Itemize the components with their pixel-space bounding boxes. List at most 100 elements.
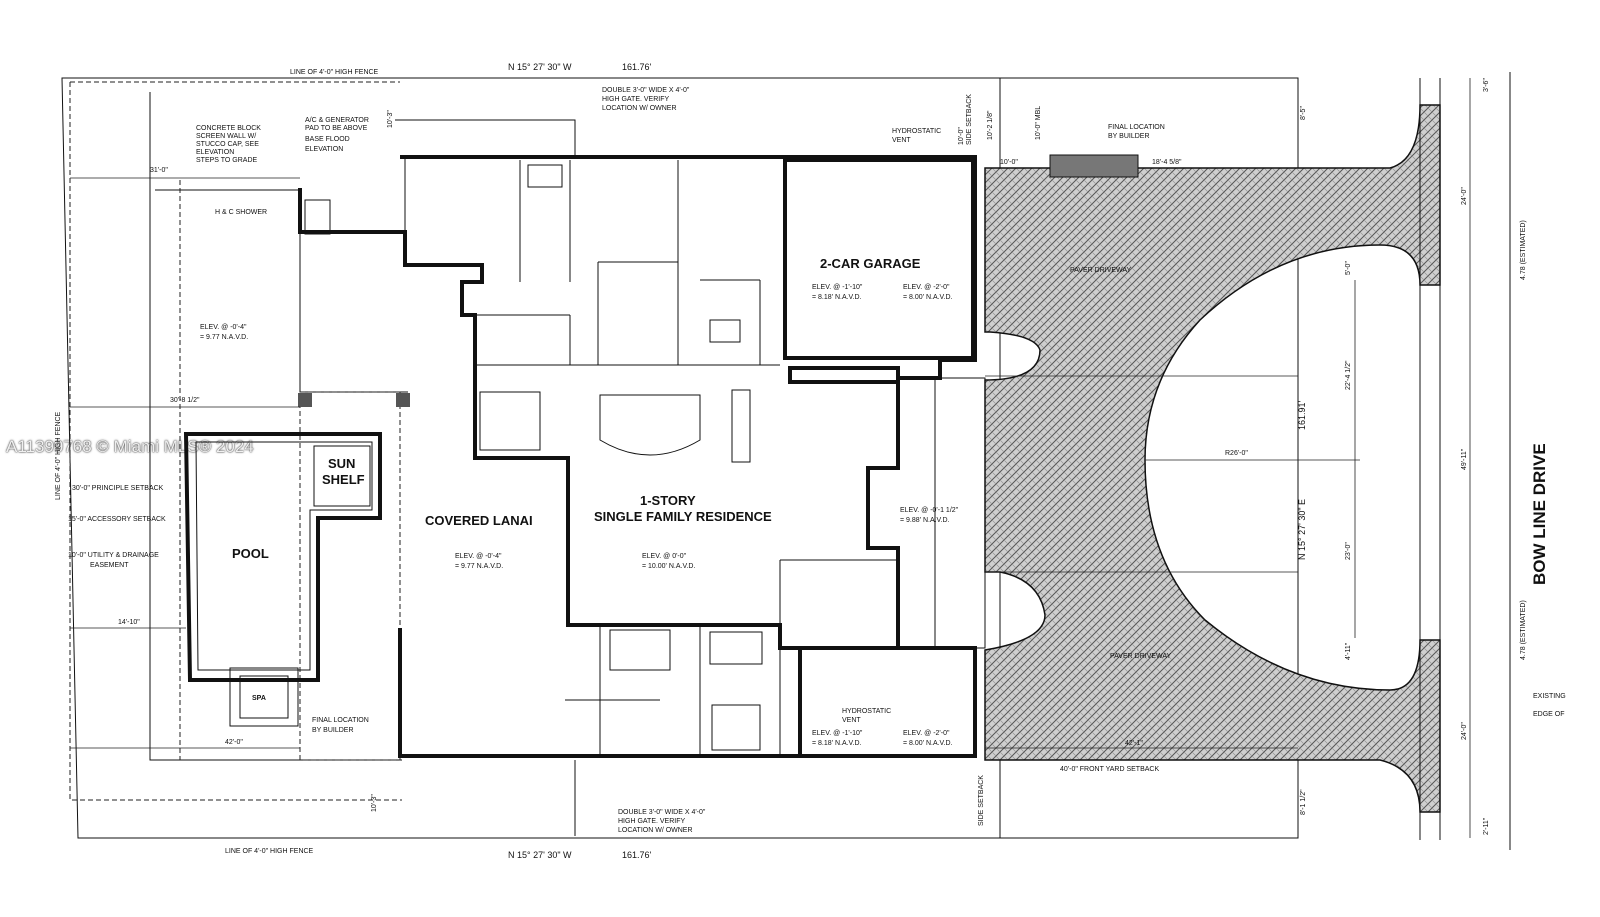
note-fence-top: LINE OF 4'-0" HIGH FENCE <box>290 69 379 76</box>
dim-2-11: 2'-11" <box>1483 817 1490 835</box>
sun-shelf <box>313 445 371 507</box>
note-concrete-1: CONCRETE BLOCK <box>196 125 261 132</box>
watermark: A11399768 © Miami MLS® 2024 <box>6 437 254 456</box>
bearing-top-length: 161.76' <box>622 62 652 72</box>
elev-garage2-left-1: ELEV. @ -1'-10" <box>812 730 863 737</box>
note-estimated-bot: 4.78 (ESTIMATED) <box>1520 600 1527 660</box>
elev-garage-left-1: ELEV. @ -1'-10" <box>812 284 863 291</box>
shower-stall <box>527 164 563 188</box>
lanai-label: COVERED LANAI <box>425 513 533 528</box>
note-shower: H & C SHOWER <box>215 209 267 216</box>
pool-outline <box>183 432 382 682</box>
shower-stall <box>711 704 761 751</box>
note-accessory: 15'-0" ACCESSORY SETBACK <box>68 516 166 523</box>
paver-label-bottom: PAVER DRIVEWAY <box>1110 653 1172 660</box>
note-edge: EDGE OF <box>1533 711 1565 718</box>
dim-24-b: 24'-0" <box>1461 722 1468 740</box>
bathtub <box>709 631 763 665</box>
note-final-loc-2: BY BUILDER <box>1108 133 1150 140</box>
dim-31: 31'-0" <box>150 167 168 174</box>
dim-5-0: 5'-0" <box>1345 261 1352 275</box>
dim-42-1: 42'-1" <box>1125 740 1143 747</box>
dim-10-0-a: 10'-0" <box>1000 159 1018 166</box>
note-fence-bottom: LINE OF 4'-0" HIGH FENCE <box>225 848 314 855</box>
sun-shelf-label-2: SHELF <box>322 472 365 487</box>
note-final-loc-1: FINAL LOCATION <box>1108 124 1165 131</box>
note-concrete-3: STUCCO CAP, SEE <box>196 141 259 148</box>
elev-garage2-right-2: = 8.00' N.A.V.D. <box>903 740 953 747</box>
dim-10-0-mbl: 10'-0" MBL <box>1035 106 1042 140</box>
note-concrete-2: SCREEN WALL W/ <box>196 133 256 140</box>
note-utility-2: EASEMENT <box>90 562 129 569</box>
furniture <box>479 391 541 451</box>
refrigerator <box>731 389 751 463</box>
elev-garage2-right-1: ELEV. @ -2'-0" <box>903 730 950 737</box>
elev-house-1: ELEV. @ 0'-0" <box>642 553 687 560</box>
screen-area <box>299 391 401 761</box>
note-gate-bot-2: HIGH GATE. VERIFY <box>618 818 685 825</box>
pool-inner <box>195 441 373 671</box>
note-steps: STEPS TO GRADE <box>196 157 258 164</box>
dim-4-11: 4'-11" <box>1345 642 1352 660</box>
dim-24-a: 24'-0" <box>1461 187 1468 205</box>
bearing-top: N 15° 27' 30" W <box>508 62 572 72</box>
note-ac-2: PAD TO BE ABOVE <box>305 125 368 132</box>
dim-14-10: 14'-10" <box>118 619 140 626</box>
elev-yard-1: ELEV. @ -0'-4" <box>200 324 247 331</box>
note-gate-bot-1: DOUBLE 3'-0" WIDE X 4'-0" <box>618 809 706 816</box>
garage2-walls <box>798 646 977 758</box>
dimension-lines <box>70 78 1471 838</box>
note-side-setback-bot: SIDE SETBACK <box>978 775 985 826</box>
elev-garage-right-2: = 8.00' N.A.V.D. <box>903 294 953 301</box>
dim-3-6: 3'-6" <box>1483 78 1490 92</box>
interior-walls <box>404 157 898 756</box>
note-gate-top-2: HIGH GATE. VERIFY <box>602 96 669 103</box>
vanity <box>609 629 671 671</box>
residence-label-1: 1-STORY <box>640 493 696 508</box>
garage-label: 2-CAR GARAGE <box>820 256 921 271</box>
note-fence-left: LINE OF 4'-0" HIGH FENCE <box>55 411 62 500</box>
elev-yard-2: = 9.77 N.A.V.D. <box>200 334 248 341</box>
note-ac-4: ELEVATION <box>305 146 343 153</box>
note-gate-bot-3: LOCATION W/ OWNER <box>618 827 693 834</box>
note-front-setback: 40'-0" FRONT YARD SETBACK <box>1060 766 1159 773</box>
spa-inner <box>239 675 289 719</box>
spa-label: SPA <box>252 695 266 702</box>
shower-stall <box>709 319 741 343</box>
elev-garage-left-2: = 8.18' N.A.V.D. <box>812 294 862 301</box>
note-side-setback-top: SIDE SETBACK <box>966 94 973 145</box>
bearing-bottom-length: 161.76' <box>622 850 652 860</box>
accessory-setback-line <box>149 92 402 761</box>
entry-walk <box>934 377 986 649</box>
shower-stall <box>304 199 331 235</box>
dim-30-8: 30'-8 1/2" <box>170 397 200 404</box>
dim-10-2: 10'-2 1/8" <box>987 110 994 140</box>
residence-label-2: SINGLE FAMILY RESIDENCE <box>594 509 772 524</box>
front-property-line <box>1000 77 1299 839</box>
note-utility-1: 10'-0" UTILITY & DRAINAGE <box>68 552 159 559</box>
bearing-bottom: N 15° 27' 30" W <box>508 850 572 860</box>
paver-driveway <box>984 104 1441 813</box>
dim-18-4: 18'-4 5/8" <box>1152 159 1182 166</box>
elev-garage2-left-2: = 8.18' N.A.V.D. <box>812 740 862 747</box>
equipment-pad <box>1049 154 1139 178</box>
dim-r26: R26'-0" <box>1225 450 1248 457</box>
note-final-loc-b1: FINAL LOCATION <box>312 717 369 724</box>
column <box>298 393 312 407</box>
note-ac-3: BASE FLOOD <box>305 136 350 143</box>
dim-22-4: 22'-4 1/2" <box>1345 360 1352 390</box>
garage-walls <box>783 158 975 360</box>
dim-23: 23'-0" <box>1345 542 1352 560</box>
note-ac-1: A/C & GENERATOR <box>305 117 369 124</box>
bearing-right: N 15° 27' 30" E <box>1297 499 1307 560</box>
dim-10-3-b: 10'-3" <box>371 794 378 812</box>
note-principle: 30'-0" PRINCIPLE SETBACK <box>72 485 164 492</box>
elev-entry-1: ELEV. @ -0'-1 1/2" <box>900 507 959 514</box>
note-hydro-top-2: VENT <box>892 137 911 144</box>
street-name: BOW LINE DRIVE <box>1530 443 1549 585</box>
bearing-right-length: 161.91' <box>1297 400 1307 430</box>
spa-outer <box>229 667 299 727</box>
paver-label-top: PAVER DRIVEWAY <box>1070 267 1132 274</box>
note-final-loc-b2: BY BUILDER <box>312 727 354 734</box>
